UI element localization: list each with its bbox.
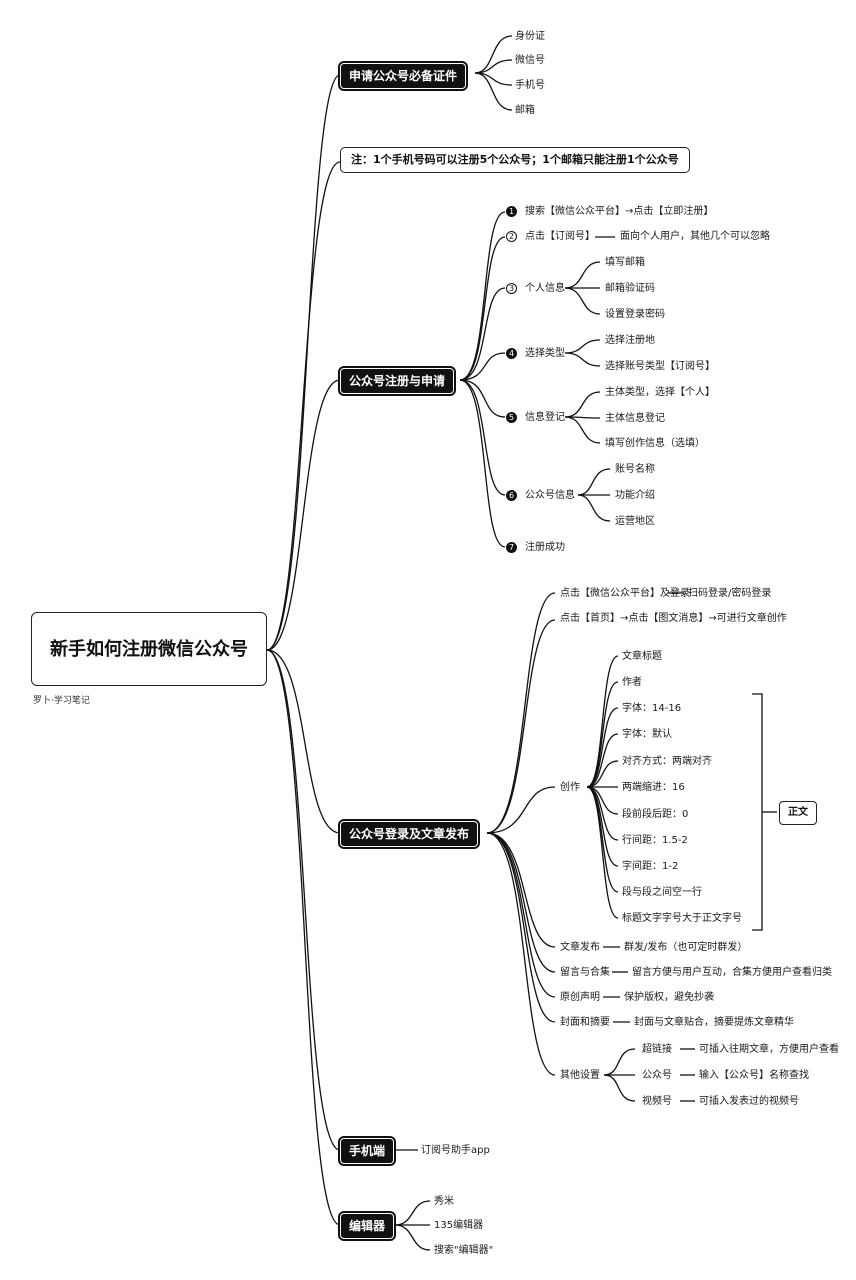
doc-item: 邮箱 (515, 105, 535, 116)
step-label: 选择类型 (525, 348, 565, 359)
create-item: 字体：默认 (622, 729, 672, 740)
step-2: 2 点击【订阅号】 (506, 230, 595, 243)
body-text-group-label: 正文 (779, 801, 817, 825)
substep: 功能介绍 (615, 490, 655, 501)
step-5: 5 信息登记 (506, 411, 565, 424)
create-item: 标题文字字号大于正文字号 (622, 913, 742, 924)
step-label: 搜索【微信公众平台】→点击【立即注册】 (525, 206, 714, 217)
cover-detail: 封面与文章贴合，摘要提炼文章精华 (634, 1017, 794, 1028)
step-number-badge: 4 (506, 347, 517, 359)
create-label: 创作 (560, 782, 580, 793)
step-1: 1 搜索【微信公众平台】→点击【立即注册】 (506, 205, 713, 218)
step-7: 7 注册成功 (506, 541, 565, 554)
login-detail: 扫码登录/密码登录 (688, 588, 772, 599)
step-number-badge: 2 (506, 230, 517, 242)
branch-mobile[interactable]: 手机端 (337, 1136, 397, 1166)
mobile-detail: 订阅号助手app (421, 1145, 490, 1156)
doc-item: 手机号 (515, 80, 545, 91)
substep: 选择注册地 (605, 335, 655, 346)
step-6: 6 公众号信息 (506, 489, 575, 502)
substep: 主体类型，选择【个人】 (605, 387, 715, 398)
create-item: 文章标题 (622, 651, 662, 662)
substep: 填写邮箱 (605, 257, 645, 268)
doc-item: 身份证 (515, 31, 545, 42)
comments-detail: 留言方便与用户互动，合集方便用户查看归类 (632, 967, 832, 978)
editor-item: 搜索"编辑器" (434, 1245, 494, 1256)
step-label: 点击【订阅号】 (525, 231, 595, 242)
step-label: 公众号信息 (525, 490, 575, 501)
substep: 填写创作信息（选填） (605, 438, 705, 449)
substep: 设置登录密码 (605, 309, 665, 320)
comments-label: 留言与合集 (560, 967, 610, 978)
branch-required-documents[interactable]: 申请公众号必备证件 (337, 61, 469, 91)
other-setting-item: 公众号 (642, 1070, 672, 1081)
publish-label: 文章发布 (560, 942, 600, 953)
login-step: 点击【微信公众平台】及登录 (560, 588, 690, 599)
create-item: 段与段之间空一行 (622, 887, 702, 898)
step-label: 信息登记 (525, 412, 565, 423)
create-item: 两端缩进：16 (622, 782, 685, 793)
step-number-badge: 3 (506, 282, 517, 294)
doc-item: 微信号 (515, 55, 545, 66)
other-setting-detail: 输入【公众号】名称查找 (699, 1070, 809, 1081)
step-4: 4 选择类型 (506, 347, 565, 360)
branch-editors[interactable]: 编辑器 (337, 1211, 397, 1241)
step-number-badge: 1 (506, 205, 517, 217)
original-label: 原创声明 (560, 992, 600, 1003)
create-item: 字体：14-16 (622, 703, 682, 714)
substep: 邮箱验证码 (605, 283, 655, 294)
other-setting-item: 视频号 (642, 1096, 672, 1107)
other-setting-detail: 可插入发表过的视频号 (699, 1096, 799, 1107)
other-setting-detail: 可插入往期文章，方便用户查看 (699, 1044, 839, 1055)
other-setting-item: 超链接 (642, 1044, 672, 1055)
substep: 选择账号类型【订阅号】 (605, 361, 715, 372)
substep: 账号名称 (615, 464, 655, 475)
create-item: 对齐方式：两端对齐 (622, 756, 712, 767)
create-item: 段前段后距：0 (622, 809, 689, 820)
create-item: 作者 (622, 677, 642, 688)
author-label: 罗卜·学习笔记 (33, 696, 90, 706)
step-3: 3 个人信息 (506, 282, 565, 295)
publish-detail: 群发/发布（也可定时群发） (624, 942, 748, 953)
step-number-badge: 5 (506, 411, 517, 423)
other-settings-label: 其他设置 (560, 1070, 600, 1081)
step-number-badge: 7 (506, 541, 517, 553)
step-label: 个人信息 (525, 283, 565, 294)
root-topic[interactable]: 新手如何注册微信公众号 (31, 612, 267, 686)
create-item: 行间距：1.5-2 (622, 835, 688, 846)
note-box: 注：1个手机号码可以注册5个公众号；1个邮箱只能注册1个公众号 (340, 147, 690, 173)
create-entry: 点击【首页】→点击【图文消息】→可进行文章创作 (560, 613, 787, 624)
cover-label: 封面和摘要 (560, 1017, 610, 1028)
substep: 主体信息登记 (605, 413, 665, 424)
substep: 运营地区 (615, 516, 655, 527)
branch-registration[interactable]: 公众号注册与申请 (337, 366, 457, 396)
step-detail: 面向个人用户，其他几个可以忽略 (620, 231, 770, 242)
branch-login-publish[interactable]: 公众号登录及文章发布 (337, 819, 481, 849)
original-detail: 保护版权，避免抄袭 (624, 992, 714, 1003)
editor-item: 秀米 (434, 1196, 454, 1207)
create-item: 字间距：1-2 (622, 861, 679, 872)
editor-item: 135编辑器 (434, 1220, 484, 1231)
step-label: 注册成功 (525, 542, 565, 553)
step-number-badge: 6 (506, 489, 517, 501)
